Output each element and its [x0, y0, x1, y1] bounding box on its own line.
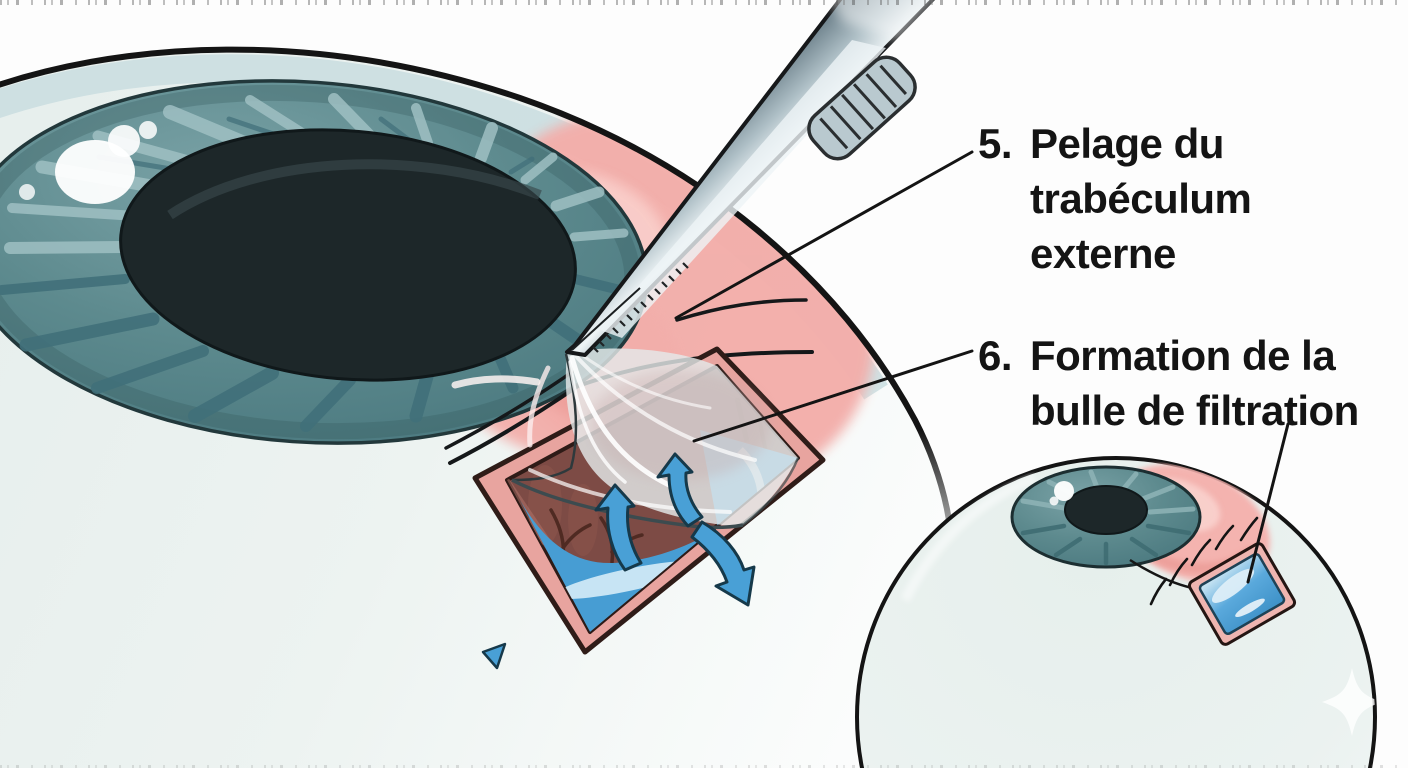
conjunctival-sutures — [1149, 516, 1259, 606]
scleral-flap-window — [472, 346, 826, 670]
small-pupil — [1064, 485, 1148, 535]
forceps-jaw-line — [571, 287, 641, 351]
up-arrow-middle — [656, 452, 704, 528]
leader-lines — [674, 150, 974, 443]
step-text-line: Formation de la — [1030, 332, 1336, 379]
sparkle-icon — [1322, 668, 1375, 736]
globe-outline — [0, 46, 957, 603]
forceps-grip — [807, 55, 917, 161]
pupil — [119, 128, 577, 382]
step-number: 5. — [978, 120, 1013, 167]
large-eye-anterior-view — [0, 46, 957, 768]
down-arrow — [690, 520, 756, 607]
step-text-line: bulle de filtration — [1030, 387, 1359, 434]
small-iris — [1010, 465, 1202, 569]
forceps-serrations — [592, 262, 689, 353]
surgical-forceps — [565, 0, 936, 357]
step-number: 6. — [978, 332, 1013, 379]
aqueous-flow-arrows — [481, 452, 756, 670]
step-text-line: externe — [1030, 230, 1176, 277]
step-label-5: 5. Pelage du trabéculum externe — [978, 116, 1252, 281]
leader-line-bleb — [1246, 422, 1290, 584]
small-eye-global-view — [855, 422, 1377, 768]
step-label-6: 6. Formation de la bulle de filtration — [978, 328, 1359, 438]
leader-line-step6 — [692, 349, 974, 443]
peeled-trabeculum-membrane — [511, 348, 800, 530]
step-text-line: Pelage du — [1030, 120, 1224, 167]
leader-line-step5 — [674, 150, 974, 320]
filtration-bleb — [1187, 542, 1297, 646]
corneal-highlights — [19, 121, 157, 204]
small-arrow-tip — [481, 642, 507, 670]
up-arrow-left — [594, 483, 643, 572]
iris — [0, 79, 649, 445]
step-text-line: trabéculum — [1030, 175, 1252, 222]
